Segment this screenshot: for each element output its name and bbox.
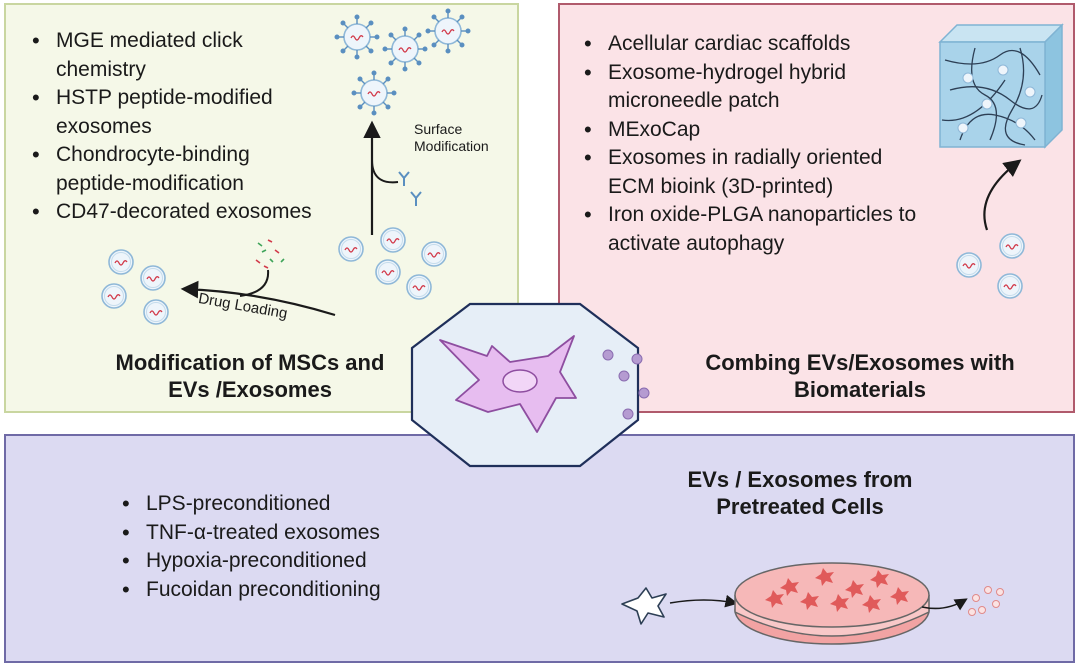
list-item: CD47-decorated exosomes bbox=[26, 198, 326, 227]
arrow-icon bbox=[371, 159, 399, 184]
list-item: Exosome-hydrogel hybrid microneedle patc… bbox=[578, 59, 878, 116]
list-item: Acellular cardiac scaffolds bbox=[578, 30, 978, 59]
drug-molecules-icon bbox=[255, 239, 285, 269]
biomaterials-title: Combing EVs/Exosomes with Biomaterials bbox=[705, 350, 1015, 402]
modification-title: Modification of MSCs and EVs /Exosomes bbox=[115, 350, 385, 402]
arrow-icon bbox=[669, 594, 739, 608]
surface-modification-label: Surface Modification bbox=[414, 121, 489, 154]
ligand-icon bbox=[398, 171, 422, 206]
exosome-icon bbox=[338, 227, 447, 300]
loaded-exosome-icon bbox=[101, 249, 169, 325]
pretreated-title: EVs / Exosomes from Pretreated Cells bbox=[687, 467, 913, 519]
list-item: MExoCap bbox=[578, 116, 978, 145]
modification-list: MGE mediated click chemistry HSTP peptid… bbox=[26, 27, 326, 227]
stressed-cell-icon bbox=[621, 587, 667, 625]
arrow-icon bbox=[983, 159, 1022, 231]
list-item: Chondrocyte-binding peptide-modification bbox=[26, 141, 326, 198]
arrow-icon bbox=[180, 280, 336, 317]
list-item: Hypoxia-preconditioned bbox=[116, 547, 496, 576]
arrow-icon bbox=[239, 269, 270, 297]
biomaterials-list: Acellular cardiac scaffolds Exosome-hydr… bbox=[578, 30, 978, 258]
pretreated-list: LPS-preconditioned TNF-α-treated exosome… bbox=[116, 490, 496, 604]
list-item: LPS-preconditioned bbox=[116, 490, 496, 519]
list-item: MGE mediated click chemistry bbox=[26, 27, 326, 84]
msc-hexagon bbox=[410, 302, 650, 468]
list-item: TNF-α-treated exosomes bbox=[116, 519, 496, 548]
arrow-icon bbox=[921, 598, 968, 611]
list-item: Exosomes in radially oriented ECM bioink… bbox=[578, 144, 918, 201]
released-exosomes-icon bbox=[968, 586, 1004, 616]
list-item: Fucoidan preconditioning bbox=[116, 576, 496, 605]
surface-modified-exosome-icon bbox=[334, 8, 471, 116]
petri-dish-icon bbox=[734, 562, 930, 645]
list-item: HSTP peptide-modified exosomes bbox=[26, 84, 326, 141]
list-item: Iron oxide-PLGA nanoparticles to activat… bbox=[578, 201, 958, 258]
